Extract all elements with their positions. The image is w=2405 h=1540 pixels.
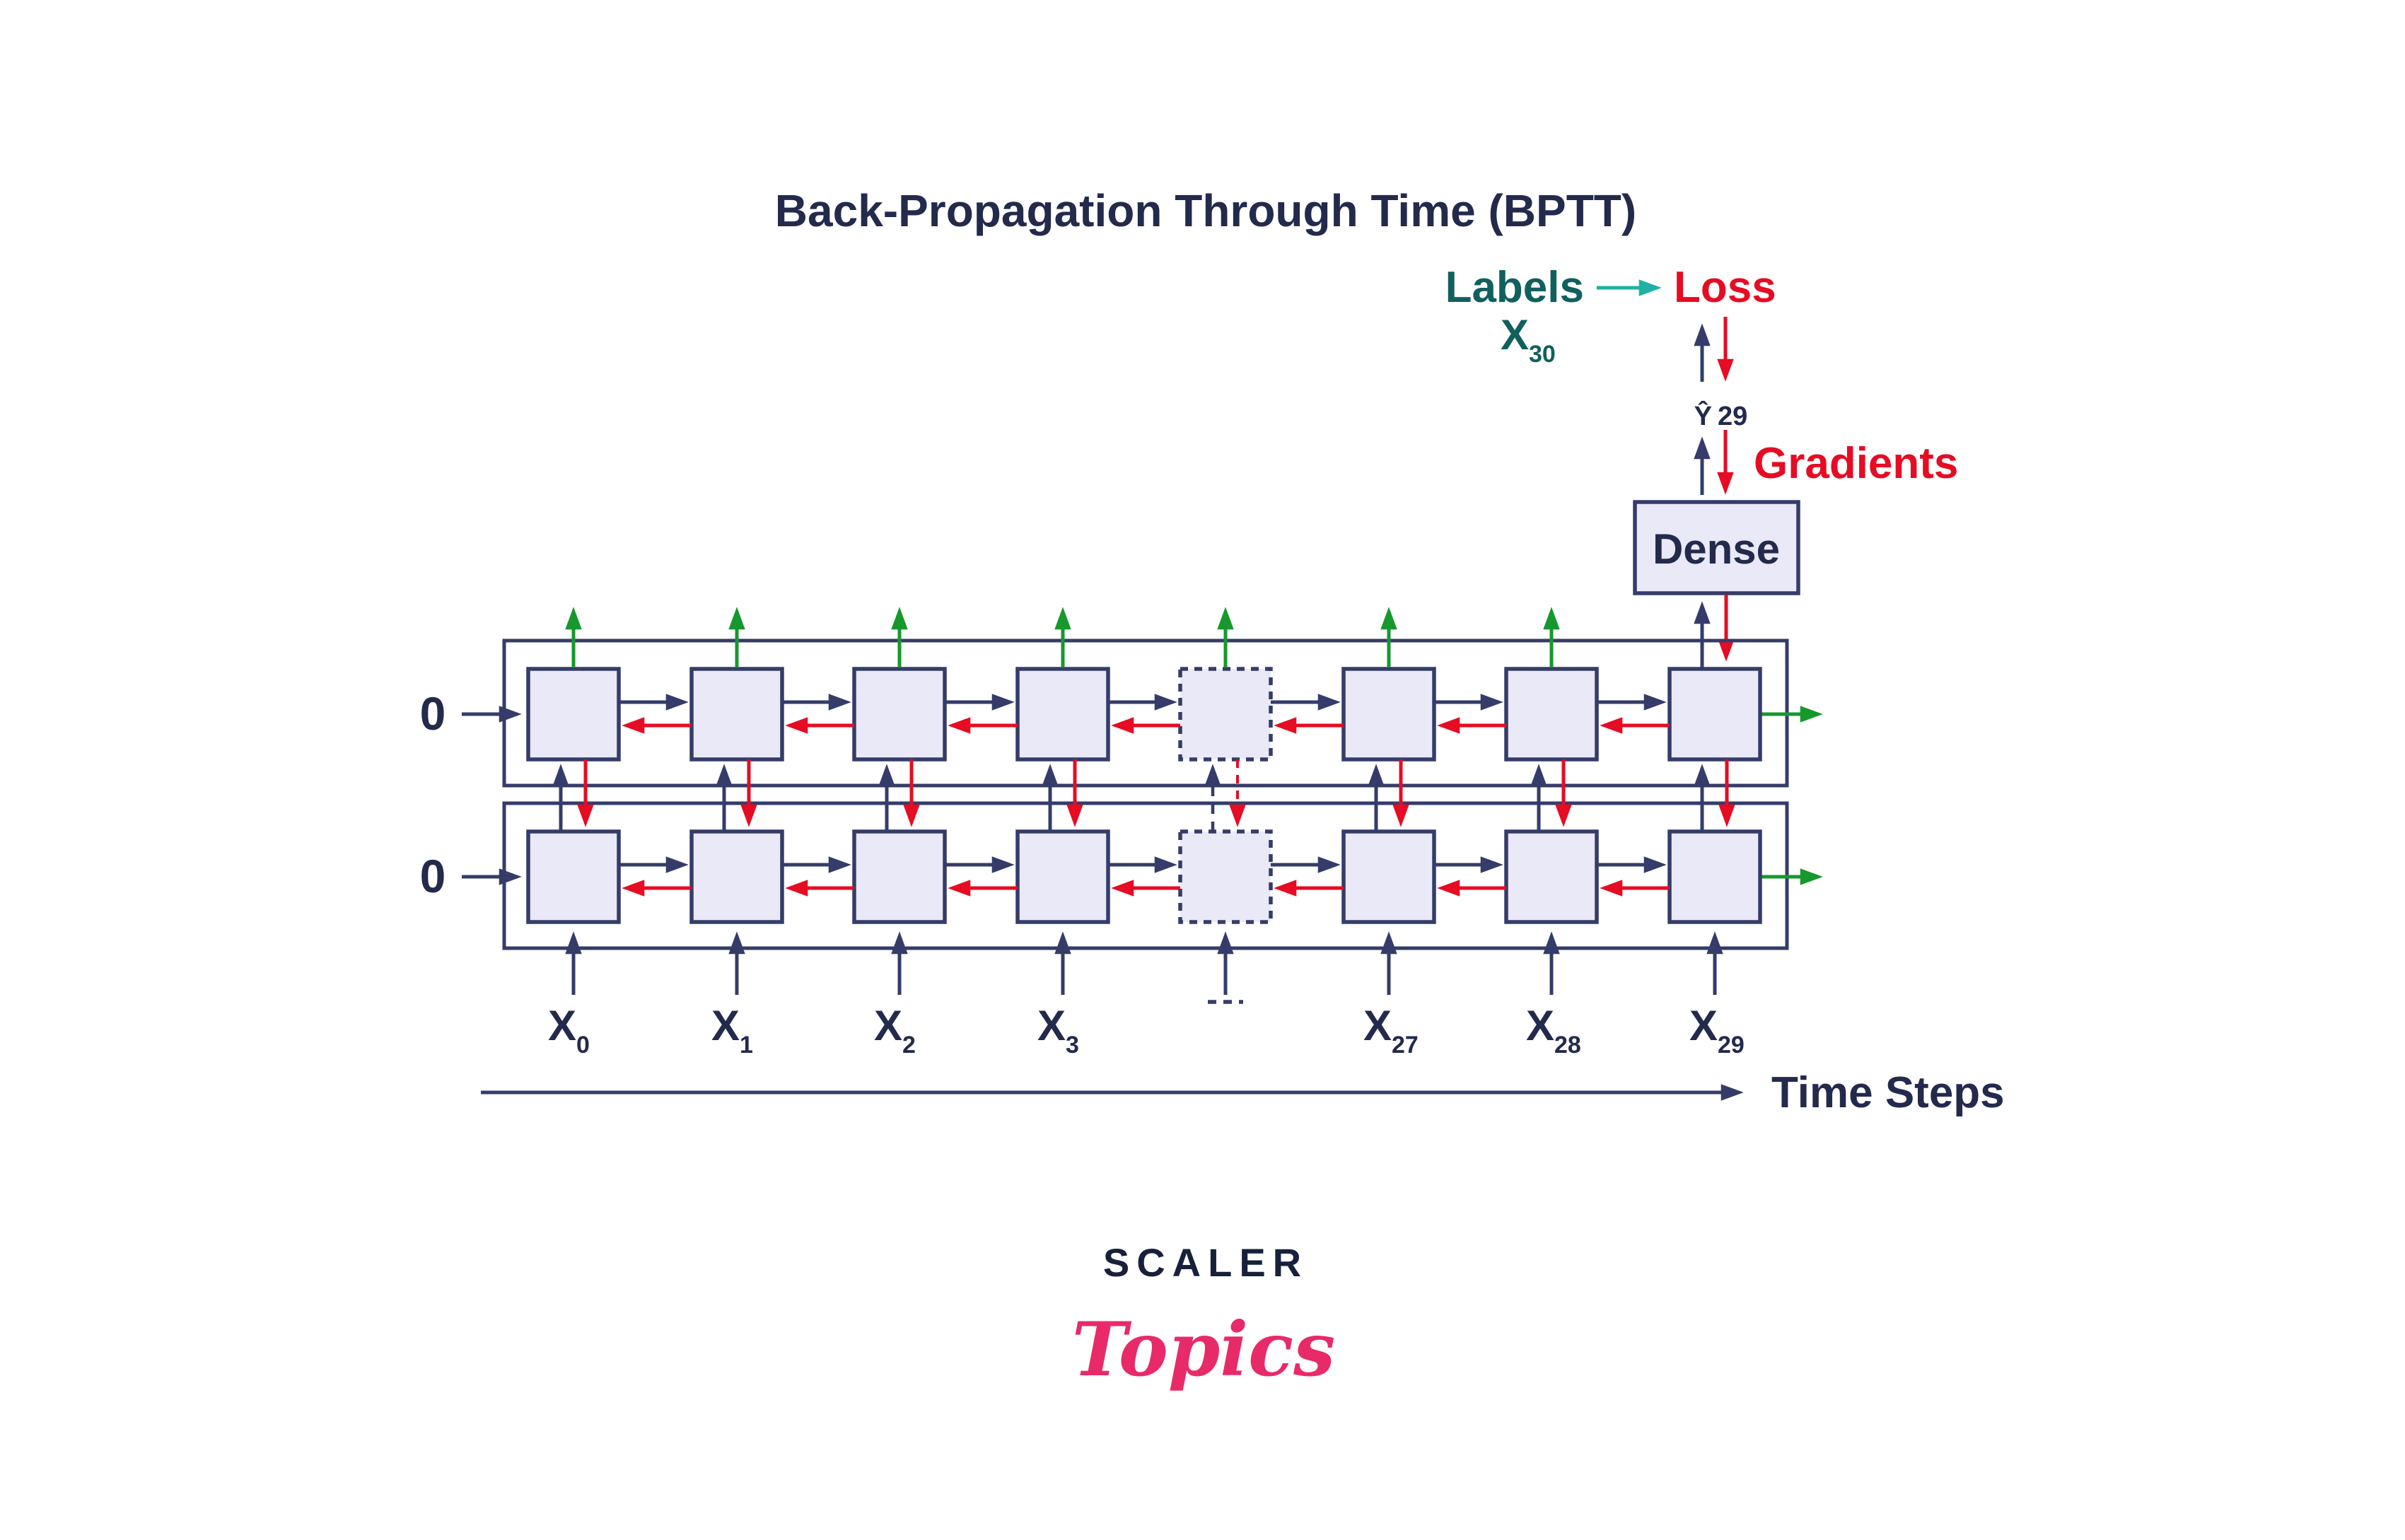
rnn-cell-top-6	[1504, 667, 1599, 762]
time-axis-label: Time Steps	[1771, 1068, 2005, 1117]
input-label-base-col1: X	[711, 1002, 740, 1049]
initial-state-row1: 0	[420, 687, 446, 740]
y-hat-subscript: 29	[1718, 402, 1747, 431]
rnn-cell-bottom-6	[1504, 829, 1599, 924]
input-label-base-col2: X	[874, 1002, 902, 1049]
rnn-cell-bottom-7	[1667, 829, 1762, 924]
loss-text: Loss	[1674, 263, 1776, 312]
rnn-cell-top-4	[1178, 667, 1273, 762]
scaler-wordmark: SCALER	[1103, 1240, 1308, 1285]
rnn-cell-bottom-1	[689, 829, 784, 924]
input-label-subscript-col1: 1	[740, 1032, 753, 1058]
gradients-label: Gradients	[1754, 439, 1958, 488]
labels-input-symbol: X	[1501, 311, 1529, 358]
input-label-subscript-col5: 27	[1392, 1032, 1419, 1058]
topics-wordmark: Topics	[1072, 1305, 1335, 1393]
rnn-cell-top-7	[1667, 667, 1762, 762]
rnn-cell-top-0	[526, 667, 621, 762]
page-title: Back-Propagation Through Time (BPTT)	[775, 185, 1636, 236]
rnn-cell-bottom-3	[1015, 829, 1110, 924]
dense-label: Dense	[1653, 525, 1780, 573]
rnn-cell-bottom-2	[852, 829, 947, 924]
input-label-subscript-col0: 0	[576, 1032, 590, 1058]
dense-box	[1633, 500, 1800, 595]
time-axis: Time Steps	[481, 1068, 2005, 1117]
rnn-cell-top-1	[689, 667, 784, 762]
input-label-subscript-col7: 29	[1718, 1032, 1745, 1058]
y-hat-label: Ŷ	[1694, 400, 1712, 431]
input-label-subscript-col6: 28	[1554, 1032, 1581, 1058]
rnn-cell-bottom-5	[1341, 829, 1436, 924]
rnn-cell-bottom-4	[1178, 829, 1273, 924]
input-label-base-col7: X	[1689, 1002, 1718, 1049]
rnn-cell-top-2	[852, 667, 947, 762]
loss-legend: Labels Loss X 30 Ŷ 29 Gradients Dense	[1445, 263, 1958, 667]
initial-state-row2: 0	[420, 850, 446, 902]
rnn-cell-bottom-0	[526, 829, 621, 924]
rnn-cell-top-3	[1015, 667, 1110, 762]
scaler-logo: SCALER Topics	[1072, 1240, 1335, 1393]
labels-text: Labels	[1445, 263, 1584, 312]
input-label-subscript-col3: 3	[1066, 1032, 1079, 1058]
input-label-base-col5: X	[1363, 1002, 1392, 1049]
labels-input-subscript: 30	[1529, 341, 1556, 368]
input-label-subscript-col2: 2	[902, 1032, 916, 1058]
input-label-base-col3: X	[1037, 1002, 1066, 1049]
rnn-cell-top-5	[1341, 667, 1436, 762]
input-label-base-col6: X	[1526, 1002, 1554, 1049]
input-label-base-col0: X	[548, 1002, 576, 1049]
